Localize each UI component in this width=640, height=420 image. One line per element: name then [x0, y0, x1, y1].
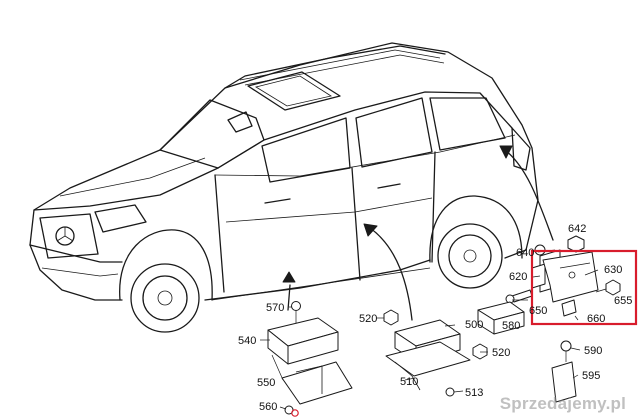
label-580: 580 [502, 320, 520, 332]
label-570: 570 [266, 302, 284, 314]
label-500: 500 [465, 319, 483, 331]
label-520-lower: 520 [492, 347, 510, 359]
label-513: 513 [465, 387, 483, 399]
label-540: 540 [238, 335, 256, 347]
label-550: 550 [257, 377, 275, 389]
label-660: 660 [587, 313, 605, 325]
label-650: 650 [529, 305, 547, 317]
part-labels: 642 640 630 620 655 650 660 570 520 500 … [238, 223, 632, 413]
label-510: 510 [400, 376, 418, 388]
watermark: Sprzedajemy.pl [499, 394, 626, 413]
label-620: 620 [509, 271, 527, 283]
label-655: 655 [614, 295, 632, 307]
label-630: 630 [604, 264, 622, 276]
label-560: 560 [259, 401, 277, 413]
label-595: 595 [582, 370, 600, 382]
vehicle-outline [29, 42, 539, 333]
part-assemblies [267, 235, 621, 417]
label-520-upper: 520 [359, 313, 377, 325]
label-590: 590 [584, 345, 602, 357]
location-arrows [282, 145, 554, 321]
label-640: 640 [516, 247, 534, 259]
label-642: 642 [568, 223, 586, 235]
highlight-frame [530, 249, 638, 326]
